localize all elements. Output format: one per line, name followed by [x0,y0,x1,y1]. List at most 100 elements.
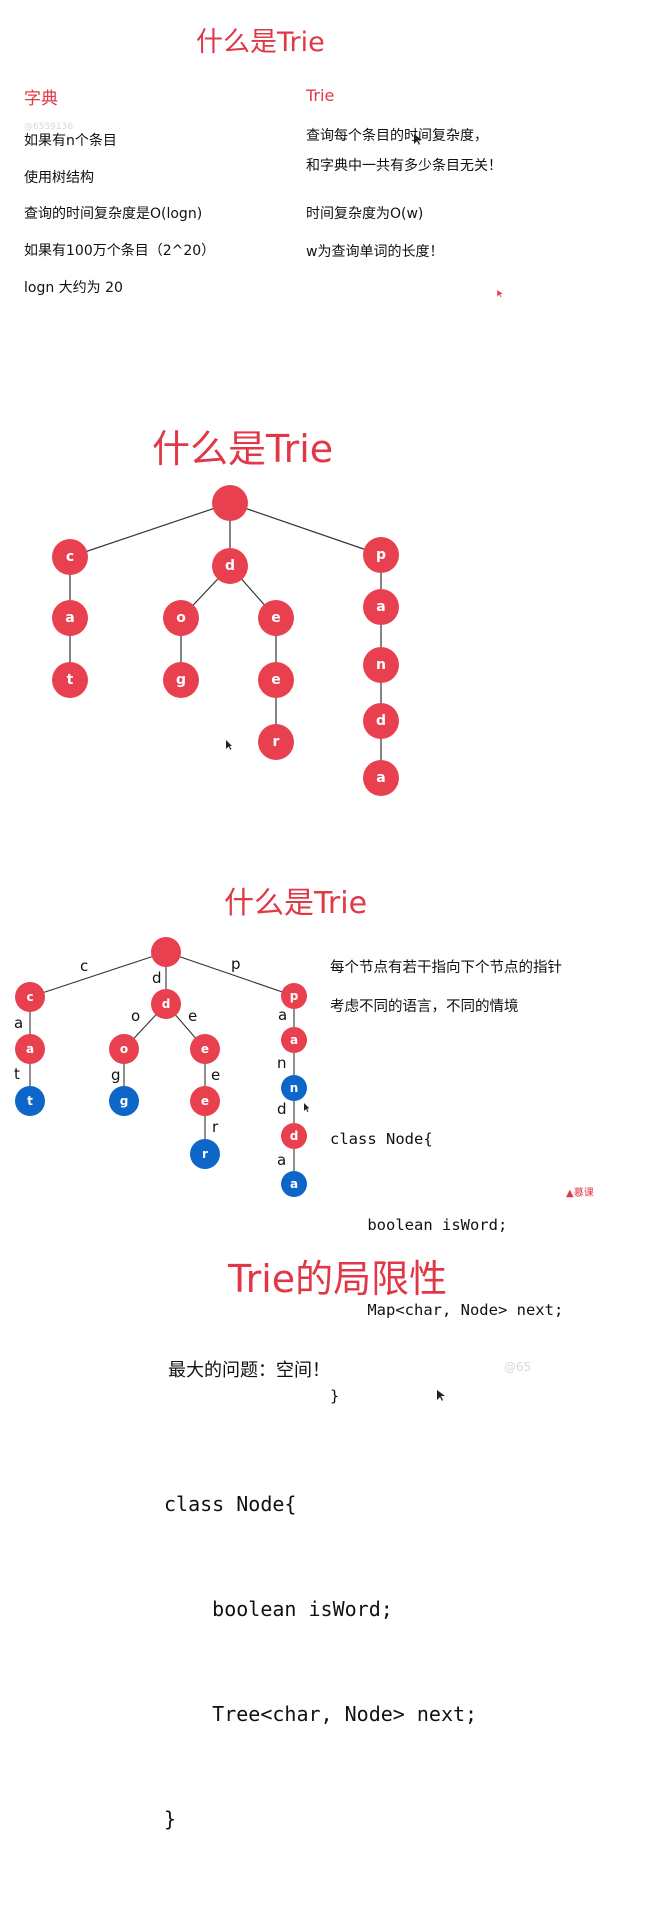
node-label: a [290,1033,298,1047]
code-line: class Node{ [164,1492,297,1516]
tree-nodes [15,937,307,1197]
trie-tree-diagram-labeled: c a t d o g e e r p a n d a c d p a t o … [14,937,310,1197]
node-a3 [363,760,399,796]
node-e2 [190,1086,220,1116]
dictionary-heading: 字典 [24,89,58,109]
node-label: g [176,672,186,688]
edge-label-d2: d [277,1100,287,1118]
edge-labels: c d p a t o e g e r a n d a [14,955,287,1169]
slide-2-title: 什么是Trie [152,427,334,471]
node-label: c [26,990,33,1004]
node-g-word [109,1086,139,1116]
node-r [258,724,294,760]
code-line: class Node{ [330,1130,433,1148]
dict-item-1: 如果有n个条目 [24,133,117,149]
node-d [151,989,181,1019]
node-o [109,1034,139,1064]
node-label: r [202,1147,208,1161]
node-label: t [67,672,74,688]
logo-text: 慕课 [573,1188,594,1199]
code-line: Tree<char, Node> next; [164,1702,478,1726]
node-labels: c a t d o g e e r p a n d a [65,547,386,786]
tree-edges [69,502,382,778]
node-d2 [281,1123,307,1149]
node-t [52,662,88,698]
biggest-problem-text: 最大的问题：空间！ [168,1360,330,1381]
node-labels: c a t d o g e e r p a n d a [26,989,299,1191]
node-d2 [363,703,399,739]
root-node [151,937,181,967]
tree-nodes [52,485,399,796]
node-c [52,539,88,575]
slide-4-title: Trie的局限性 [228,1257,448,1301]
node-class-tree-code: class Node{ boolean isWord; Tree<char, N… [164,1417,477,1907]
trie-heading: Trie [306,86,335,105]
node-g [163,662,199,698]
edge-label-a: a [14,1014,23,1032]
node-t-word [15,1086,45,1116]
trie-item-1: 查询每个条目的时间复杂度， [306,128,488,144]
node-label: r [273,734,280,750]
node-r-word [190,1139,220,1169]
edge-label-c: c [80,957,88,975]
code-line: } [330,1386,340,1405]
node-pointer-desc: 每个节点有若干指向下个节点的指针 [330,960,562,976]
mouse-cursor-icon [304,1103,310,1112]
edge-label-a3: a [277,1151,286,1169]
node-label: d [376,713,386,729]
edge-label-e2: e [211,1066,220,1084]
root-node [212,485,248,521]
dict-item-4: 如果有100万个条目（2^20） [24,243,216,259]
edge-label-o: o [131,1007,140,1025]
node-n-word [281,1075,307,1101]
slide-4-trie-limitations: Trie的局限性 最大的问题：空间！ @65 class Node{ boole… [0,1240,666,1831]
node-label: t [27,1094,33,1108]
mouse-cursor-icon [497,290,503,298]
dict-item-5: logn 大约为 20 [24,280,123,296]
node-o [163,600,199,636]
node-label: a [376,599,385,615]
node-label: n [376,657,386,673]
trie-item-4: w为查询单词的长度！ [306,244,444,260]
code-line: Map<char, Node> next; [330,1301,564,1319]
node-label: a [26,1042,34,1056]
edge-label-p: p [231,955,241,973]
edge-label-e: e [188,1007,197,1025]
node-label: p [376,547,386,563]
node-label: e [201,1042,209,1056]
node-label: a [376,770,385,786]
edge-label-t: t [14,1065,20,1083]
node-label: a [290,1177,298,1191]
trie-item-3: 时间复杂度为O(w) [306,206,424,222]
edge-label-g: g [111,1066,121,1084]
node-a2 [281,1027,307,1053]
node-class-code: class Node{ boolean isWord; Map<char, No… [330,1068,563,1467]
node-label: g [120,1094,129,1108]
node-label: d [162,997,171,1011]
node-d [212,548,248,584]
edge-label-n: n [277,1054,287,1072]
slide-3-title: 什么是Trie [224,886,368,921]
slide-2-trie-tree: 什么是Trie [0,400,666,820]
language-context-desc: 考虑不同的语言，不同的情境 [330,999,519,1015]
node-p [281,983,307,1009]
node-label: o [120,1042,128,1056]
slide-1-what-is-trie: 什么是Trie 字典 Trie @6559136 如果有n个条目 使用树结构 查… [0,0,666,330]
slide-1-title: 什么是Trie [196,27,325,58]
code-line: } [164,1807,177,1831]
trie-tree-diagram: c a t d o g e e r p a n d a [52,485,399,796]
trie-item-2: 和字典中一共有多少条目无关！ [306,158,502,174]
node-label: n [290,1081,299,1095]
slide-3-trie-node: 什么是Trie [0,860,666,1405]
fire-icon: ▲ [566,1188,574,1199]
node-a [52,600,88,636]
tree-edges [29,951,295,1184]
node-n [363,647,399,683]
code-line: boolean isWord; [164,1597,393,1621]
node-label: o [176,610,186,626]
node-label: c [66,549,74,565]
code-line: boolean isWord; [330,1215,508,1234]
node-c [15,982,45,1012]
edge-label-d: d [152,969,162,987]
node-label: e [271,672,281,688]
